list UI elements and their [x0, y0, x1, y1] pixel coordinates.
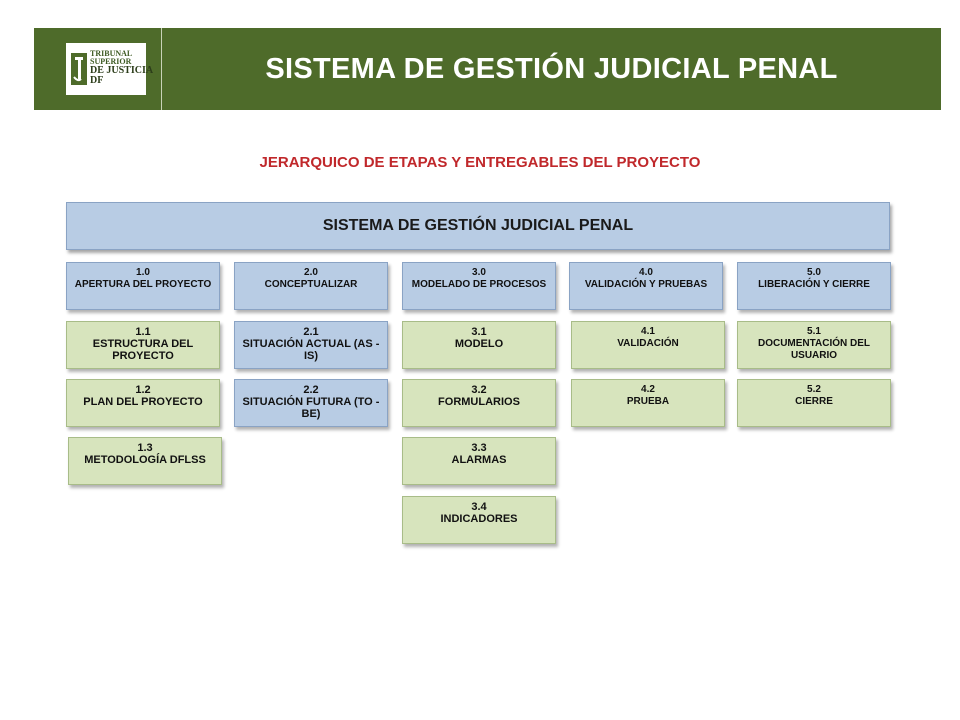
- node-code: 4.1: [641, 326, 655, 337]
- node-code: 4.0: [639, 267, 653, 278]
- logo-line: DE JUSTICIA: [90, 65, 154, 76]
- deliverable-node-5-1: 5.1 DOCUMENTACIÓN DEL USUARIO: [737, 321, 891, 369]
- deliverable-node-3-1: 3.1 MODELO: [402, 321, 556, 369]
- node-label: PLAN DEL PROYECTO: [83, 396, 203, 408]
- node-label: DOCUMENTACIÓN DEL USUARIO: [757, 338, 871, 361]
- node-label: PRUEBA: [626, 396, 670, 407]
- node-label: LIBERACIÓN Y CIERRE: [758, 279, 870, 290]
- root-node: SISTEMA DE GESTIÓN JUDICIAL PENAL: [66, 202, 890, 250]
- node-label: INDICADORES: [440, 513, 518, 525]
- deliverable-node-4-1: 4.1 VALIDACIÓN: [571, 321, 725, 369]
- stage-node-2: 2.0 CONCEPTUALIZAR: [234, 262, 388, 310]
- deliverable-node-5-2: 5.2 CIERRE: [737, 379, 891, 427]
- node-label: CIERRE: [795, 396, 833, 407]
- node-label: SITUACIÓN ACTUAL (AS -IS): [242, 338, 380, 362]
- deliverable-node-1-1: 1.1 ESTRUCTURA DEL PROYECTO: [66, 321, 220, 369]
- node-code: 1.1: [135, 326, 151, 338]
- node-code: 5.2: [807, 384, 821, 395]
- node-code: 2.2: [303, 384, 319, 396]
- node-label: VALIDACIÓN Y PRUEBAS: [584, 279, 708, 290]
- deliverable-node-2-1: 2.1 SITUACIÓN ACTUAL (AS -IS): [234, 321, 388, 369]
- node-code: 3.4: [471, 501, 487, 513]
- node-label: ESTRUCTURA DEL PROYECTO: [92, 338, 194, 362]
- diagram-subtitle: JERARQUICO DE ETAPAS Y ENTREGABLES DEL P…: [259, 154, 701, 171]
- node-code: 3.1: [471, 326, 487, 338]
- node-label: ALARMAS: [451, 454, 507, 466]
- node-label: FORMULARIOS: [438, 396, 520, 408]
- page-title: SISTEMA DE GESTIÓN JUDICIAL PENAL: [265, 53, 838, 85]
- node-code: 5.0: [807, 267, 821, 278]
- node-label: SITUACIÓN FUTURA (TO -BE): [242, 396, 380, 420]
- deliverable-node-4-2: 4.2 PRUEBA: [571, 379, 725, 427]
- node-code: 5.1: [807, 326, 821, 337]
- deliverable-node-1-2: 1.2 PLAN DEL PROYECTO: [66, 379, 220, 427]
- deliverable-node-3-2: 3.2 FORMULARIOS: [402, 379, 556, 427]
- node-code: 3.3: [471, 442, 487, 454]
- header-bar: TRIBUNAL SUPERIOR DE JUSTICIA DF SISTEMA…: [34, 28, 941, 110]
- node-code: 2.1: [303, 326, 319, 338]
- tribunal-emblem-icon: [71, 53, 87, 85]
- node-code: 2.0: [304, 267, 318, 278]
- stage-node-4: 4.0 VALIDACIÓN Y PRUEBAS: [569, 262, 723, 310]
- tribunal-logo: TRIBUNAL SUPERIOR DE JUSTICIA DF: [66, 43, 153, 95]
- node-label: APERTURA DEL PROYECTO: [74, 279, 212, 290]
- node-code: 1.0: [136, 267, 150, 278]
- node-code: 4.2: [641, 384, 655, 395]
- node-label: MODELADO DE PROCESOS: [411, 279, 547, 290]
- node-label: VALIDACIÓN: [617, 338, 679, 349]
- deliverable-node-1-3: 1.3 METODOLOGÍA DFLSS: [68, 437, 222, 485]
- stage-node-1: 1.0 APERTURA DEL PROYECTO: [66, 262, 220, 310]
- deliverable-node-3-4: 3.4 INDICADORES: [402, 496, 556, 544]
- node-code: 3.2: [471, 384, 487, 396]
- logo-line: DF: [90, 75, 104, 86]
- deliverable-node-2-2: 2.2 SITUACIÓN FUTURA (TO -BE): [234, 379, 388, 427]
- node-label: CONCEPTUALIZAR: [264, 279, 358, 290]
- logo-line: SUPERIOR: [90, 57, 132, 66]
- logo-line: TRIBUNAL: [90, 49, 133, 58]
- header-divider: [161, 28, 162, 110]
- node-code: 3.0: [472, 267, 486, 278]
- stage-node-3: 3.0 MODELADO DE PROCESOS: [402, 262, 556, 310]
- node-code: 1.3: [137, 442, 153, 454]
- node-label: METODOLOGÍA DFLSS: [84, 454, 206, 466]
- deliverable-node-3-3: 3.3 ALARMAS: [402, 437, 556, 485]
- node-label: MODELO: [454, 338, 504, 350]
- stage-node-5: 5.0 LIBERACIÓN Y CIERRE: [737, 262, 891, 310]
- node-code: 1.2: [135, 384, 151, 396]
- logo-text: TRIBUNAL SUPERIOR DE JUSTICIA DF: [90, 50, 153, 86]
